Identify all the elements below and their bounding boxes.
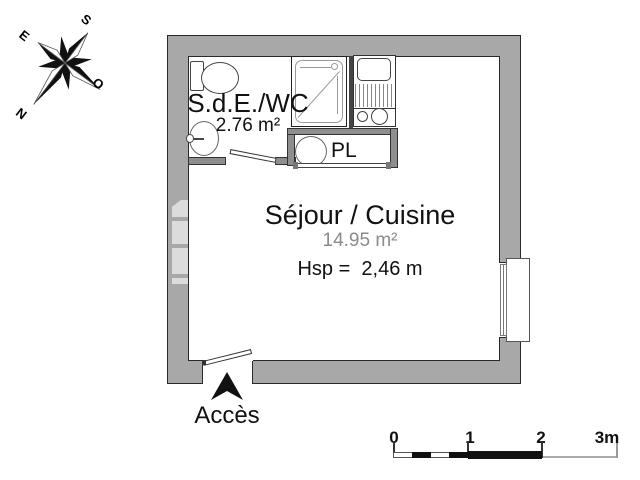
ceiling-height-label: Hsp = 2,46 m [297,258,423,280]
compass-south-label: S [78,11,94,28]
entrance-label: Accès [194,402,260,429]
scale-tick-2 [541,441,543,458]
scale-label-3m: 3m [594,428,620,447]
kitchen-drainer-hatch [355,84,392,107]
shower-kitchen-divider [349,56,353,128]
bathroom-wall-left-segment [188,157,226,165]
scale-segment-1-2 [468,451,542,459]
scale-label-0: 0 [389,428,399,447]
closet-label: PL [331,139,357,162]
scale-tick-3 [616,443,618,458]
closet-sliding-door [295,163,390,168]
living-room-area: 14.95 m² [322,230,398,251]
watermark-block [172,248,188,274]
kitchen-sink [357,58,391,81]
sink-faucet-knob [186,134,194,143]
watermark-block [172,200,188,217]
compass-rose: N S E O [13,11,107,123]
scale-dash-a [412,452,431,458]
shower-tray-inner [295,60,343,123]
scale-tick-1 [467,441,469,458]
closet-door-stop-left [293,162,298,169]
entry-door-hinge [202,360,206,365]
living-room-label: Séjour / Cuisine [264,200,456,230]
scale-tick-0 [393,441,395,458]
closet-right-wall [390,128,398,168]
bathroom-area: 2.76 m² [215,115,281,136]
shower-drain [331,63,338,70]
compass-star [33,32,101,105]
bathroom-label: S.d.E./WC [187,88,309,118]
watermark-block [172,278,188,284]
shower-bar-line [300,67,331,68]
closet-door-stop-right [386,162,391,169]
scale-label-2: 2 [536,428,546,447]
entry-cut-left [202,361,203,384]
toilet-bowl [201,62,239,94]
window-glazing-line [503,265,504,335]
watermark-block [172,221,188,244]
sink-faucet-line [190,138,204,140]
compass-north-label: N [13,105,30,123]
burner-small [357,111,368,122]
compass-west-label: O [90,75,107,93]
scale-dash-b [449,452,468,458]
compass-east-label: E [16,27,32,44]
window-frame-outer [506,258,530,342]
burner-large [371,108,388,125]
scale-label-1: 1 [465,428,475,447]
shower-side-line [337,76,338,114]
entry-cut-right [252,361,253,384]
